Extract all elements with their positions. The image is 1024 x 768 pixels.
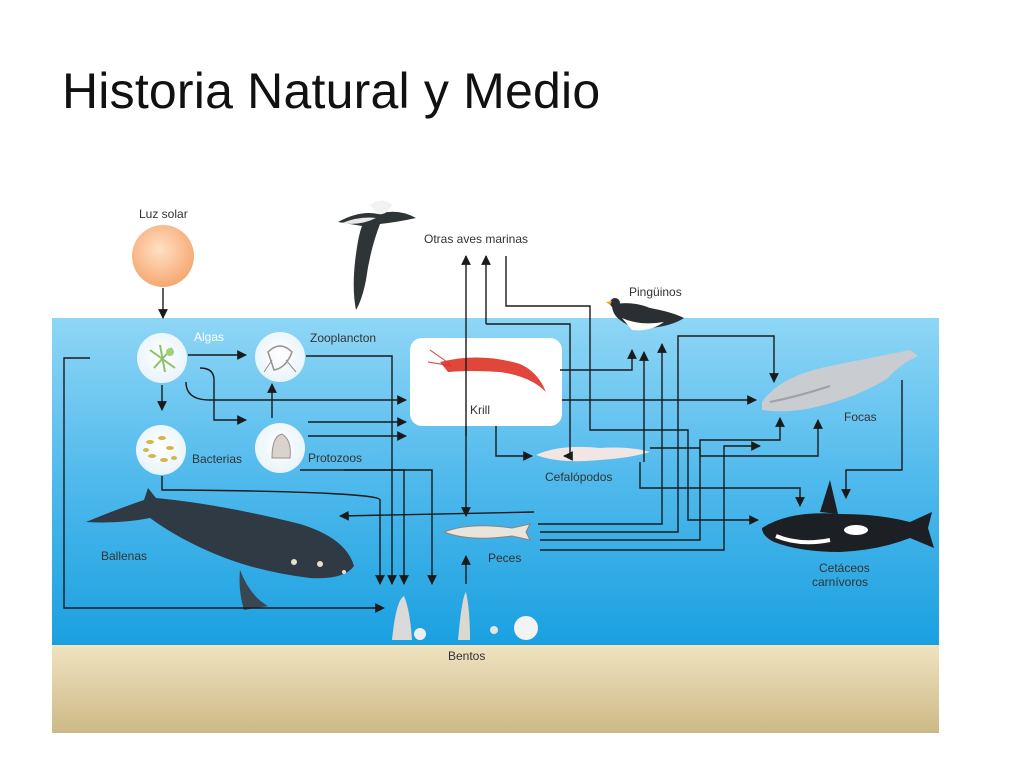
seal-icon: [762, 350, 918, 412]
label-algas: Algas: [194, 330, 224, 344]
label-focas: Focas: [844, 410, 877, 424]
zooplancton-node: [255, 332, 305, 382]
label-krill: Krill: [470, 403, 490, 417]
label-otras-aves: Otras aves marinas: [424, 232, 528, 246]
page-title: Historia Natural y Medio: [62, 63, 601, 119]
seabed: [52, 645, 939, 733]
seabird-icon: [338, 200, 416, 310]
whale-icon: [86, 488, 354, 610]
label-luz-solar: Luz solar: [139, 207, 188, 221]
fish-icon: [442, 523, 531, 541]
orca-icon: [762, 480, 934, 552]
label-cetaceos-1: Cetáceos: [819, 561, 870, 575]
label-bentos: Bentos: [448, 649, 485, 663]
label-bacterias: Bacterias: [192, 452, 242, 466]
sun-icon: [132, 225, 194, 287]
label-peces: Peces: [488, 551, 521, 565]
bacterias-node: [136, 425, 186, 475]
penguin-icon: [606, 298, 684, 331]
benthos-icon: [392, 592, 538, 640]
label-protozoos: Protozoos: [308, 451, 362, 465]
food-web-arrows: [63, 255, 903, 613]
label-ballenas: Ballenas: [101, 549, 147, 563]
label-cetaceos-2: carnívoros: [812, 575, 868, 589]
protozoos-node: [255, 423, 305, 473]
algas-node: [137, 333, 187, 383]
label-zooplancton: Zooplancton: [310, 331, 376, 345]
label-cefalopodos: Cefalópodos: [545, 470, 612, 484]
label-pinguinos: Pingüinos: [629, 285, 682, 299]
